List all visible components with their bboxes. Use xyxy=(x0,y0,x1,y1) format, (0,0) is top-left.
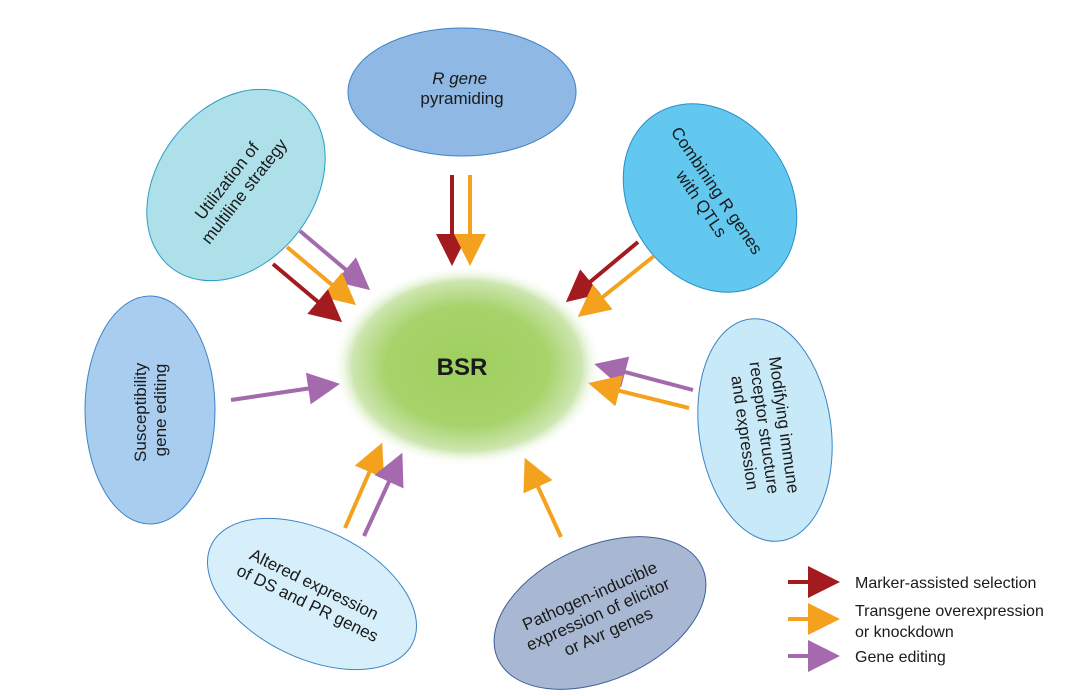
legend-item-marker-assisted: Marker-assisted selection xyxy=(788,566,1036,598)
arrow-marker-assisted xyxy=(565,240,640,303)
node-line: gene editing xyxy=(151,364,170,457)
arrows xyxy=(230,175,694,538)
node-line: R gene xyxy=(432,69,487,88)
node-pathogen-inducible: Pathogen-inducible expression of elicito… xyxy=(493,536,707,690)
node-multiline-strategy: Utilization of multiline strategy xyxy=(146,88,326,282)
node-combining-r-genes: Combining R genes with QTLs xyxy=(622,103,798,293)
bsr-center: BSR xyxy=(332,266,602,466)
arrow-gene-editing xyxy=(298,229,371,291)
svg-text:Susceptibility gene edit: Susceptibility gene editing xyxy=(131,358,170,462)
node-ellipse xyxy=(493,536,707,690)
arrow-transgene xyxy=(577,254,656,317)
svg-text:R gene pyramiding: R gene pyramiding xyxy=(420,69,503,108)
arrow-transgene xyxy=(523,457,563,538)
legend: Marker-assisted selection Transgene over… xyxy=(788,566,1048,672)
node-ellipse xyxy=(206,517,418,671)
arrow-gene-editing xyxy=(594,356,694,392)
svg-text:Transgene overexpression: Transgene overexpression or knockdown xyxy=(855,603,1048,641)
node-line: pyramiding xyxy=(420,89,503,108)
arrow-marker-assisted xyxy=(271,262,343,323)
legend-item-transgene: Transgene overexpression or knockdown xyxy=(788,603,1048,641)
arrow-transgene xyxy=(343,442,385,529)
node-altered-expression: Altered expression of DS and PR genes xyxy=(206,517,418,671)
bsr-label: BSR xyxy=(437,354,488,381)
legend-label: Gene editing xyxy=(855,649,946,666)
legend-label: Transgene overexpression xyxy=(855,603,1044,620)
node-ellipse xyxy=(622,103,798,293)
node-r-gene-pyramiding: R gene pyramiding xyxy=(347,27,577,157)
node-modifying-immune-receptor: Modifying immune receptor structure and … xyxy=(697,318,833,542)
legend-label: or knockdown xyxy=(855,624,954,641)
arrow-transgene xyxy=(588,375,690,410)
legend-label: Marker-assisted selection xyxy=(855,575,1036,592)
node-ellipse xyxy=(347,27,577,157)
arrow-gene-editing xyxy=(230,372,340,405)
node-susceptibility-gene-editing: Susceptibility gene editing xyxy=(84,295,216,525)
arrow-transgene xyxy=(285,245,357,306)
node-line: Susceptibility xyxy=(131,362,150,462)
legend-item-gene-editing: Gene editing xyxy=(788,640,946,672)
node-ellipse xyxy=(84,295,216,525)
node-ellipse xyxy=(697,318,833,542)
arrow-gene-editing xyxy=(362,452,404,537)
node-ellipse xyxy=(146,88,326,282)
